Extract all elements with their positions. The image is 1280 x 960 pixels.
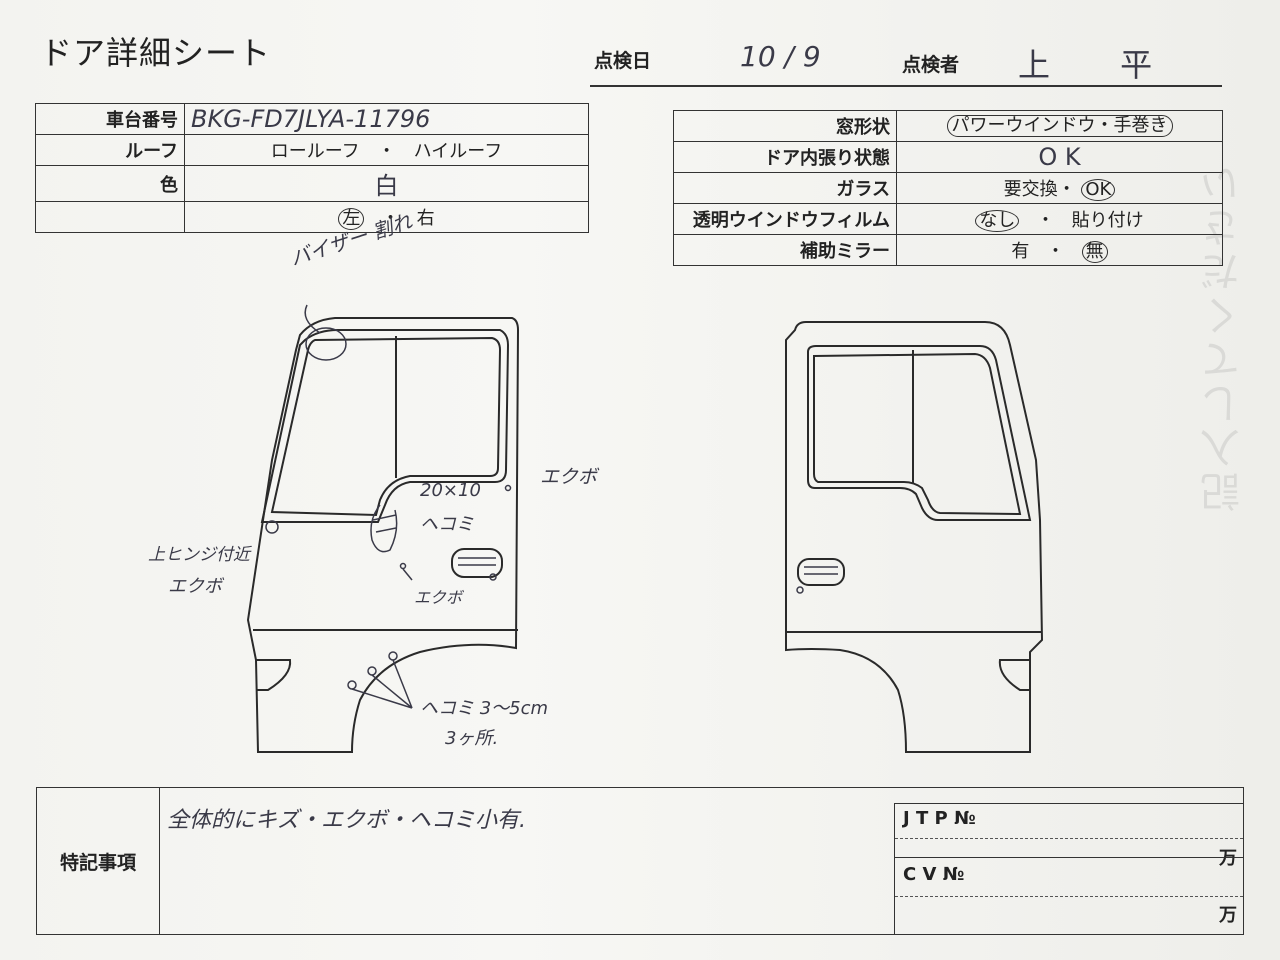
glass-value: 要交換・ OK	[896, 172, 1223, 204]
aux-mirror-none-circled: 無	[1081, 241, 1108, 263]
side-value: 左 ・ 右	[184, 201, 589, 233]
window-film-value: なし ・ 貼り付け	[896, 203, 1223, 235]
aux-mirror-label: 補助ミラー	[673, 234, 897, 266]
table-row: ガラス 要交換・ OK	[673, 172, 1223, 204]
roof-label: ルーフ	[35, 134, 185, 166]
jtp-unit: 万	[1219, 848, 1237, 869]
glass-label: ガラス	[673, 172, 897, 204]
roof-value: ロールーフ ・ ハイルーフ	[184, 134, 589, 166]
remarks-box: 特記事項 全体的にキズ・エクボ・ヘコミ小有. J T P № 万 C V № 万	[36, 787, 1244, 935]
window-type-value: パワーウインドウ・手巻き	[896, 110, 1223, 142]
ekubo-right-note: エクボ	[540, 466, 598, 488]
inspector-label: 点検者	[902, 54, 960, 76]
jtp-number-label: J T P №	[903, 808, 976, 829]
table-row: 左 ・ 右	[35, 201, 589, 233]
inspection-date-label: 点検日	[594, 50, 652, 72]
window-type-label: 窓形状	[673, 110, 897, 142]
inspector-value: 上 平	[1018, 46, 1183, 84]
aux-mirror-separator: ・	[1046, 241, 1065, 262]
chassis-number-value: BKG-FD7JLYA-11796	[184, 103, 589, 135]
table-row: 窓形状 パワーウインドウ・手巻き	[673, 110, 1223, 142]
jtp-dashed-line	[895, 838, 1243, 839]
cv-number-label: C V №	[903, 864, 965, 885]
side-separator: ・	[381, 208, 400, 229]
dent-label-note: ヘコミ	[420, 514, 474, 535]
window-film-attached-option: 貼り付け	[1071, 210, 1144, 231]
dent-size-note: 20×10	[420, 480, 481, 501]
window-film-none-circled: なし	[975, 210, 1020, 232]
cv-dashed-line	[895, 896, 1243, 897]
table-row: ルーフ ロールーフ ・ ハイルーフ	[35, 134, 589, 166]
glass-ok-circled: OK	[1081, 179, 1116, 201]
remarks-label: 特記事項	[37, 788, 160, 934]
table-row: 透明ウインドウフィルム なし ・ 貼り付け	[673, 203, 1223, 235]
door-condition-table: 窓形状 パワーウインドウ・手巻き ドア内張り状態 O K ガラス 要交換・ OK…	[673, 110, 1223, 266]
left-door-drawing	[246, 317, 520, 753]
lower-dents-note: ヘコミ 3～5cm	[420, 698, 549, 719]
table-row: 補助ミラー 有 ・ 無	[673, 234, 1223, 266]
side-left: 左	[338, 208, 365, 230]
small-ekubo-note: エクボ	[414, 588, 463, 607]
glass-replace-option: 要交換・	[1003, 179, 1076, 200]
hinge-ekubo-note: エクボ	[168, 576, 222, 597]
aux-mirror-yes-option: 有	[1011, 241, 1030, 262]
interior-panel-label: ドア内張り状態	[673, 141, 897, 173]
lower-dent-count-note: 3ヶ所.	[445, 728, 499, 749]
header-underline	[590, 85, 1222, 87]
row-divider	[895, 857, 1243, 858]
side-right: 右	[416, 208, 435, 229]
aux-mirror-value: 有 ・ 無	[896, 234, 1223, 266]
right-door-drawing	[785, 321, 1044, 753]
cv-unit: 万	[1219, 905, 1237, 926]
number-box: J T P № 万 C V № 万	[894, 803, 1243, 935]
table-row: ドア内張り状態 O K	[673, 141, 1223, 173]
window-type-circled: パワーウインドウ・手巻き	[946, 115, 1173, 137]
remarks-content: 全体的にキズ・エクボ・ヘコミ小有.	[167, 808, 526, 833]
window-film-separator: ・	[1036, 210, 1055, 231]
left-door-damage-marks	[304, 304, 512, 709]
sheet-title: ドア詳細シート	[40, 34, 272, 72]
inspection-date-value: 10 / 9	[740, 40, 821, 73]
side-label	[35, 201, 185, 233]
hinge-area-note: 上ヒンジ付近	[148, 545, 250, 565]
vehicle-info-table: 車台番号 BKG-FD7JLYA-11796 ルーフ ロールーフ ・ ハイルーフ…	[35, 103, 589, 233]
